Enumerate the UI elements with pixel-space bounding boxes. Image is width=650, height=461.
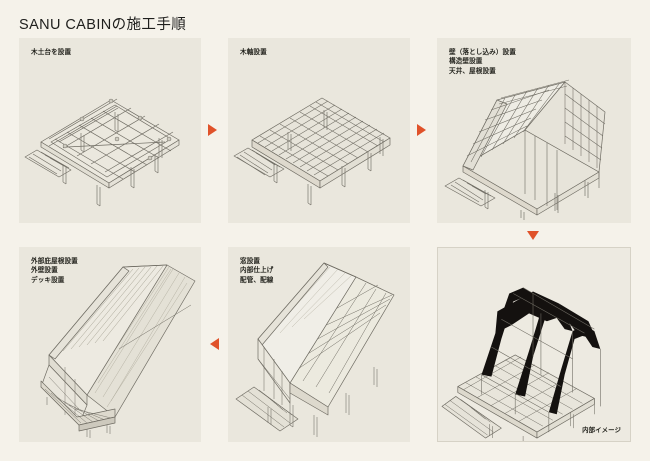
triangle-right-icon (417, 124, 426, 136)
triangle-down-icon (527, 231, 539, 240)
step-panel-interior: 内部イメージ (437, 247, 631, 442)
step-caption-foundation: 木土台を設置 (31, 49, 72, 56)
step-caption-windows: 窓設置 内部仕上げ 配管、配線 (240, 258, 274, 284)
step-caption-frame: 木軸設置 (240, 49, 267, 56)
step-panel-frame: 木軸設置 (228, 38, 410, 223)
triangle-right-icon (208, 124, 217, 136)
illustration-glazed-cabin (228, 247, 410, 442)
step-panel-exterior: 外部庇屋根設置 外壁設置 デッキ設置 (19, 247, 201, 442)
illustration-a-frame-structure (437, 38, 631, 223)
interior-image-caption: 内部イメージ (582, 427, 621, 434)
illustration-clad-exterior (19, 247, 201, 442)
step-caption-exterior: 外部庇屋根設置 外壁設置 デッキ設置 (31, 258, 78, 284)
illustration-timber-foundation (19, 38, 201, 223)
step-panel-foundation: 木土台を設置 (19, 38, 201, 223)
step-panel-walls: 壁（落とし込み）設置 構造壁設置 天井、屋根設置 (437, 38, 631, 223)
triangle-left-icon (210, 338, 219, 350)
step-panel-windows: 窓設置 内部仕上げ 配管、配線 (228, 247, 410, 442)
page-title: SANU CABINの施工手順 (19, 17, 187, 33)
step-caption-walls: 壁（落とし込み）設置 構造壁設置 天井、屋根設置 (449, 49, 516, 75)
illustration-interior-arches (438, 248, 630, 441)
illustration-floor-joists (228, 38, 410, 223)
